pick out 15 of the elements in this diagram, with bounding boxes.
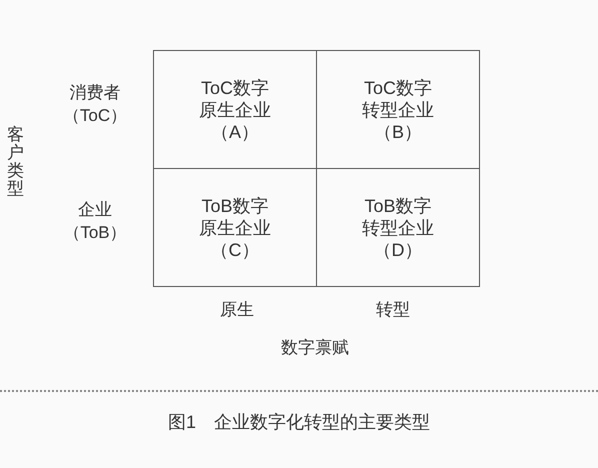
quadrant-label: ToB数字转型企业（D） [360, 194, 435, 260]
quadrant-label: ToC数字转型企业（B） [360, 76, 435, 142]
quadrant-label: ToB数字原生企业（C） [198, 194, 272, 260]
column-label: 原生 [219, 299, 255, 321]
axis-title: 数字禀赋 [280, 337, 350, 359]
quadrant-label: ToC数字原生企业（A） [198, 76, 272, 142]
figure-caption: 图1 企业数字化转型的主要类型 [166, 411, 431, 434]
matrix-quadrant [316, 168, 480, 287]
row-label: 企业（ToB） [62, 199, 128, 244]
matrix-quadrant [153, 168, 317, 287]
row-label: 消费者（ToC） [62, 82, 128, 127]
matrix-quadrant [153, 50, 317, 169]
column-label: 转型 [375, 299, 411, 321]
matrix-quadrant [316, 50, 480, 169]
axis-title: 客户类型 [7, 126, 24, 198]
